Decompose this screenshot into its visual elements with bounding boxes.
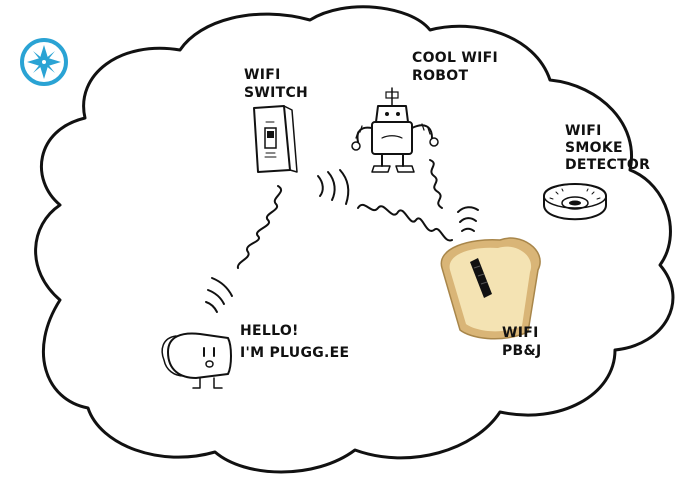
wifi-switch-icon <box>253 105 298 173</box>
cloud-outline <box>34 5 675 474</box>
label-smoke-detector: WIFI SMOKE DETECTOR <box>565 123 650 173</box>
signal-squiggles <box>236 159 453 269</box>
plug-character-icon <box>161 332 232 389</box>
smoke-detector-icon <box>543 183 607 221</box>
label-switch: WIFI SWITCH <box>244 67 308 101</box>
label-sandwich: WIFI PB&J <box>502 325 544 359</box>
robot-icon <box>351 87 439 173</box>
compass-star-icon <box>20 38 68 86</box>
wifi-waves <box>205 169 479 313</box>
label-plug: HELLO! I'M PLUGG.EE <box>240 323 349 361</box>
sandwich-icon <box>440 237 541 340</box>
label-robot: COOL WIFI ROBOT <box>412 50 503 84</box>
